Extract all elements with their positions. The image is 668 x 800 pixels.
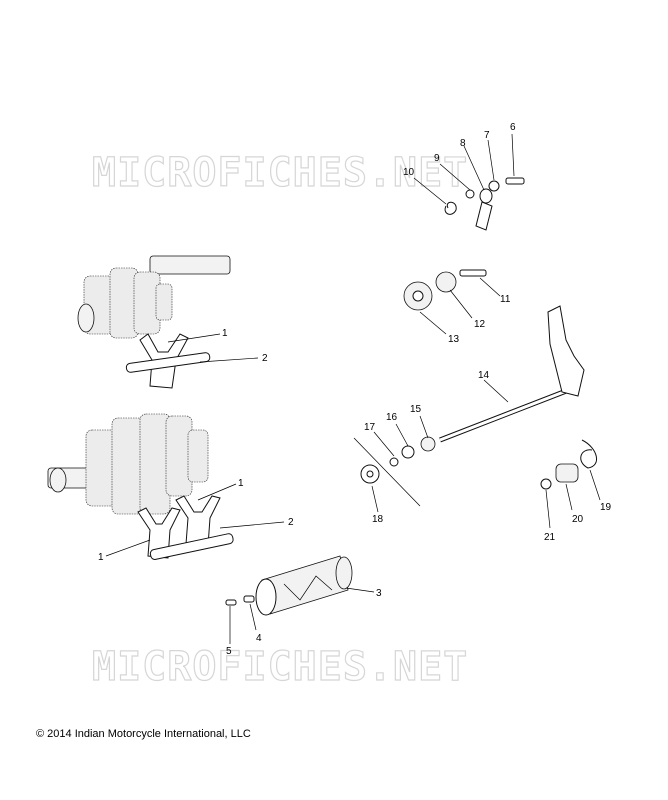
- drum-pin-spring: [225, 595, 255, 606]
- copyright-notice: © 2014 Indian Motorcycle International, …: [36, 728, 251, 740]
- lower-gear-shaft: [47, 413, 209, 515]
- callout-18: 18: [372, 514, 384, 525]
- callout-13: 13: [448, 334, 460, 345]
- watermark-top: MICROFICHES.NET: [92, 150, 468, 196]
- callout-19: 19: [600, 502, 612, 513]
- callout-10: 10: [403, 167, 415, 178]
- callout-11: 11: [500, 294, 511, 305]
- callout-3: 3: [376, 588, 382, 599]
- copyright-symbol-icon: ©: [36, 728, 45, 740]
- callout-5: 5: [226, 646, 232, 657]
- callout-15: 15: [410, 404, 422, 415]
- callout-4: 4: [256, 633, 262, 644]
- callout-8: 8: [460, 138, 466, 149]
- return-spring-bushing: [540, 439, 597, 490]
- callout-9: 9: [434, 153, 440, 164]
- copyright-text: 2014 Indian Motorcycle International, LL…: [47, 728, 251, 740]
- shift-drum: [255, 555, 353, 616]
- callout-1-lower-right: 1: [238, 478, 244, 489]
- detent-linkage: [444, 177, 525, 231]
- callout-numbers: 1 1 1 2 2 3 4 5 6 7 8 9 10 11 12 13 14 1…: [98, 122, 612, 657]
- callout-1-upper: 1: [222, 328, 228, 339]
- detent-star-assembly: [403, 269, 487, 311]
- leader-lines: [105, 133, 601, 644]
- callout-16: 16: [386, 412, 398, 423]
- callout-20: 20: [572, 514, 584, 525]
- callout-12: 12: [474, 319, 486, 330]
- callout-6: 6: [510, 122, 516, 133]
- lower-shift-forks: [137, 495, 234, 560]
- callout-7: 7: [484, 130, 490, 141]
- callout-17: 17: [364, 422, 376, 433]
- callout-1-lower-left: 1: [98, 552, 104, 563]
- upper-shift-fork: [125, 333, 211, 389]
- upper-gear-shaft: [77, 255, 231, 339]
- watermark-bottom: MICROFICHES.NET: [92, 644, 468, 690]
- callout-2-upper: 2: [262, 353, 268, 364]
- callout-2-lower: 2: [288, 517, 294, 528]
- callout-14: 14: [478, 370, 490, 381]
- shift-shaft: [353, 305, 585, 507]
- callout-21: 21: [544, 532, 556, 543]
